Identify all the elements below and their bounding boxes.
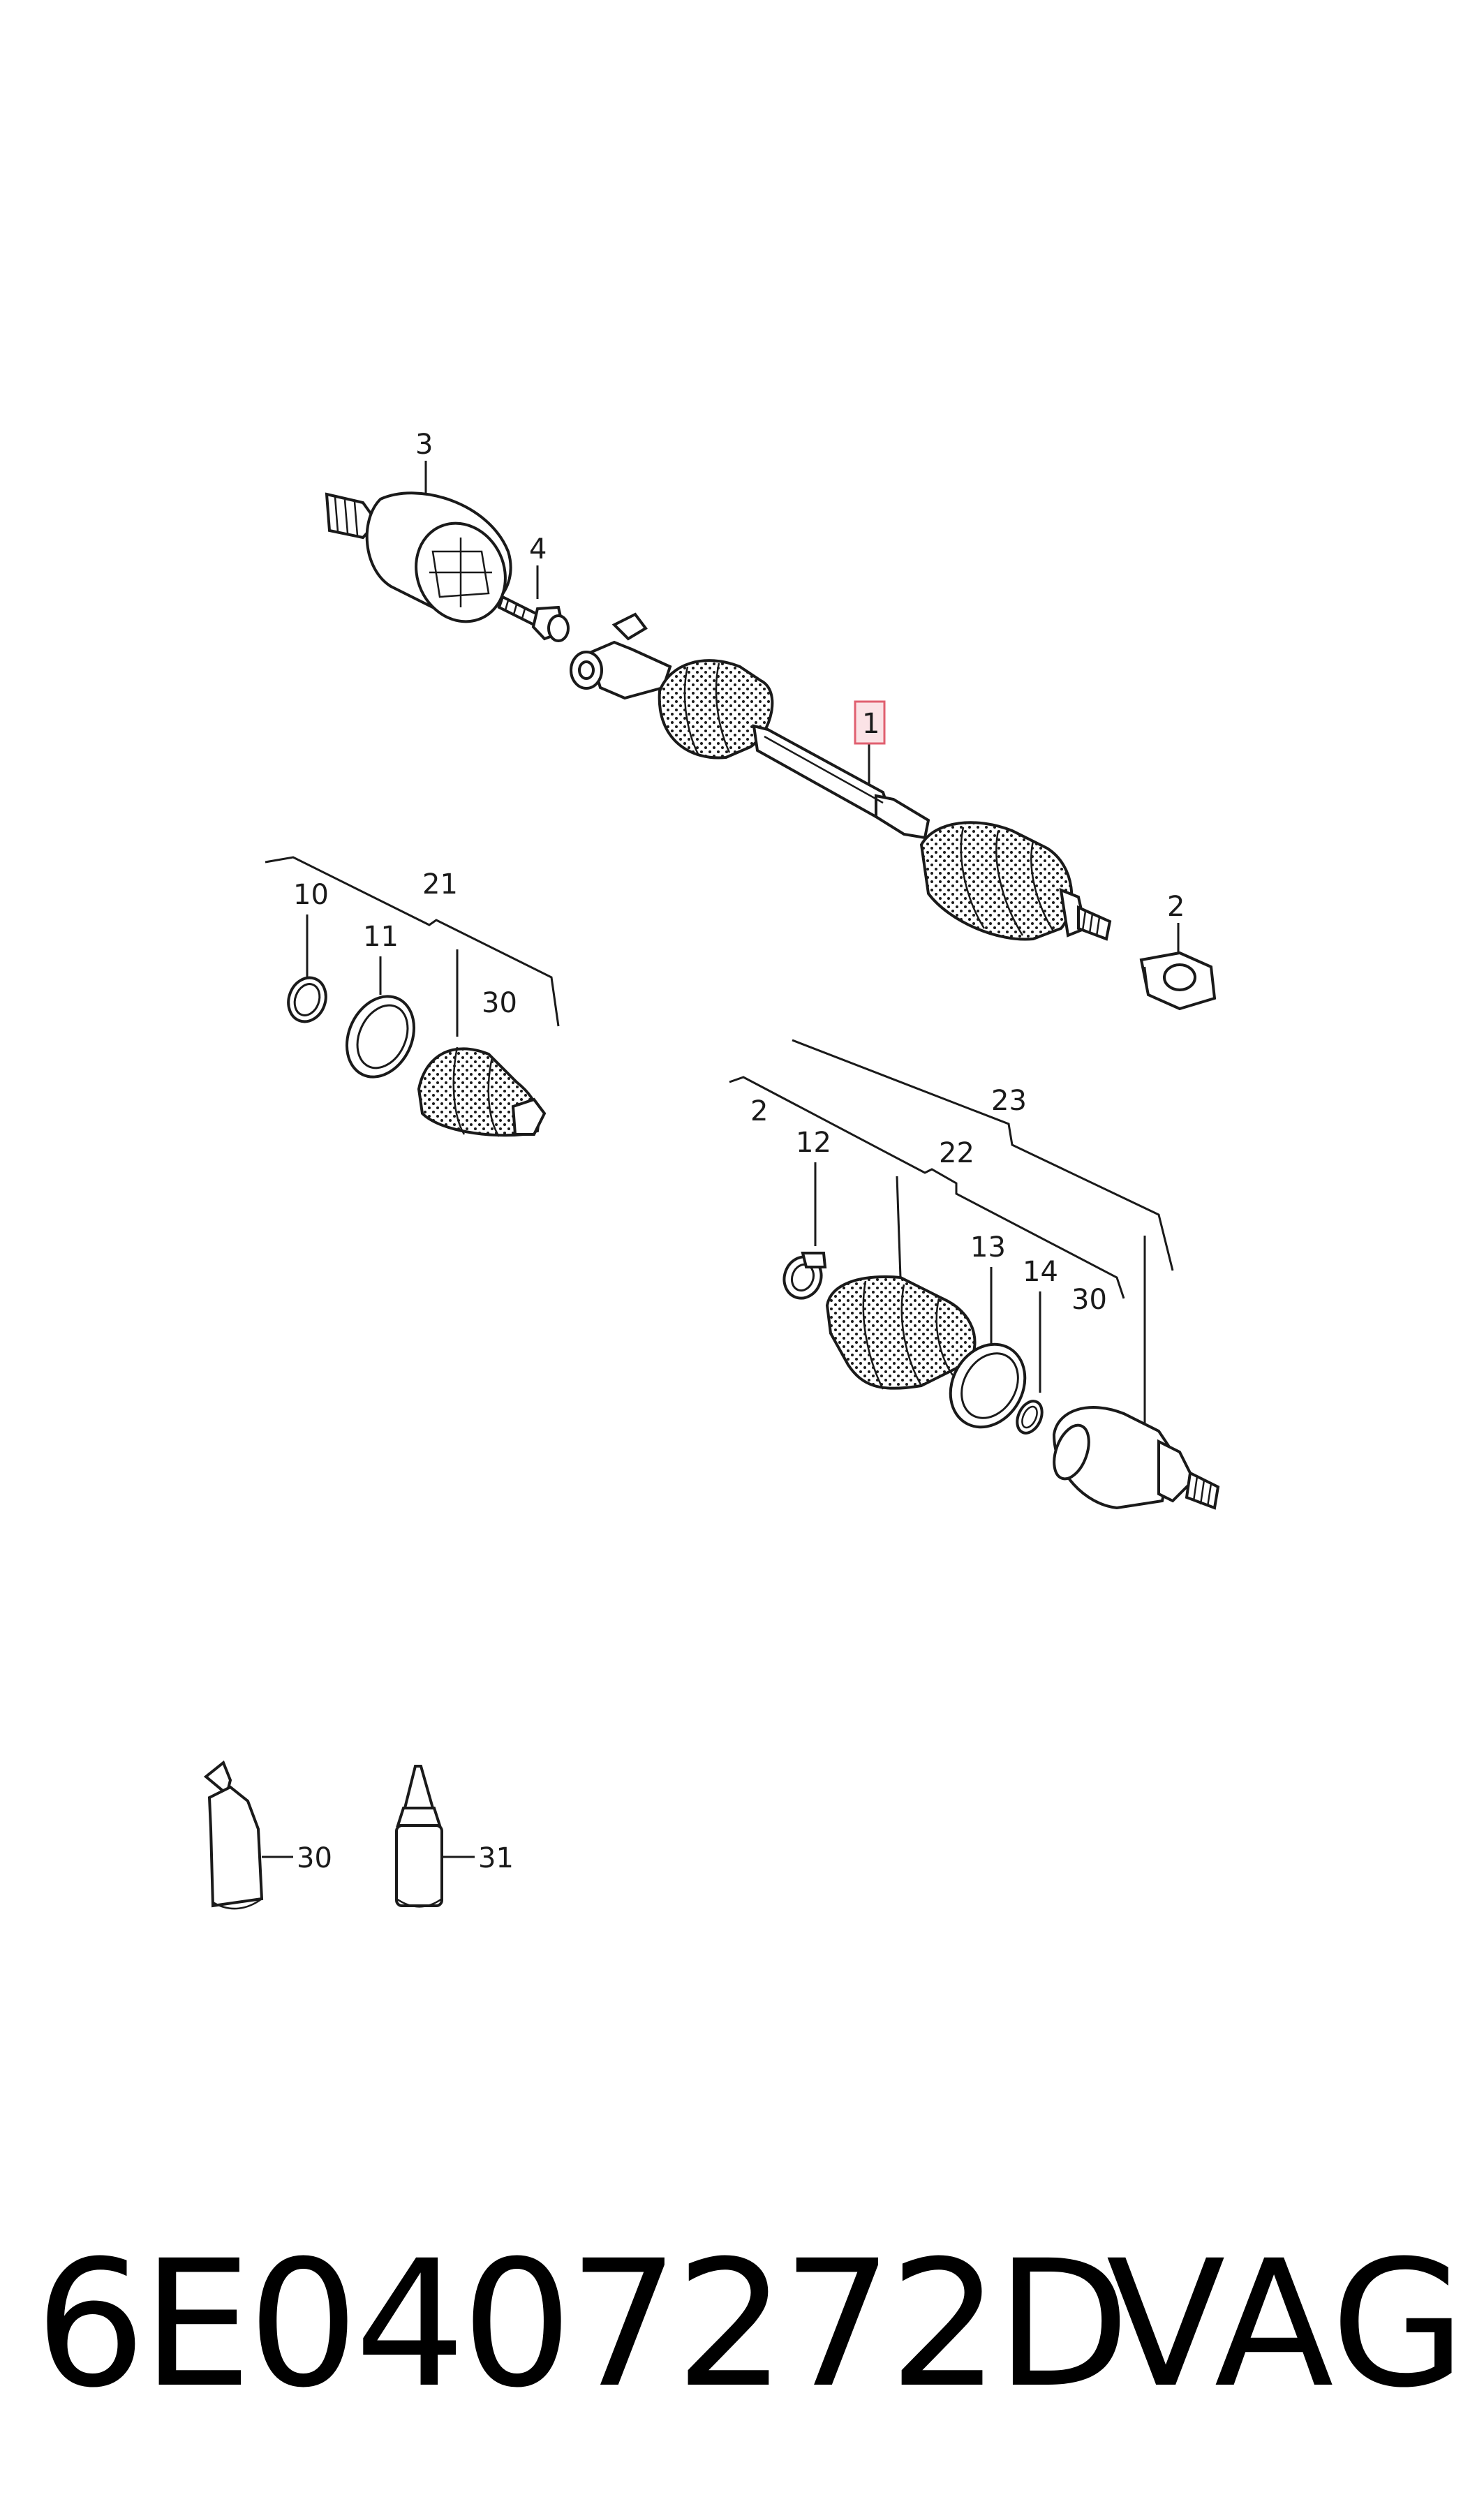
hub-nut bbox=[1139, 951, 1217, 1011]
outer-cv-joint bbox=[1052, 1406, 1220, 1510]
sealant-bottle bbox=[395, 1765, 443, 1908]
callout-4: 4 bbox=[529, 533, 547, 565]
clamp-ring-outer bbox=[949, 1342, 1027, 1429]
bracket-group-23 bbox=[792, 1039, 1174, 1271]
drive-shaft-assembly bbox=[570, 612, 1112, 941]
grease-tube bbox=[203, 1760, 264, 1910]
callout-30-grease: 30 bbox=[297, 1842, 332, 1874]
callout-12: 12 bbox=[796, 1127, 831, 1159]
callout-22: 22 bbox=[939, 1137, 974, 1169]
highlight-box-part-1 bbox=[854, 700, 886, 745]
callout-1: 1 bbox=[862, 708, 880, 740]
circlip bbox=[287, 976, 327, 1023]
part-number: 6E0407272D bbox=[35, 2223, 1130, 2426]
footer-caption: 6E0407272D VAG bbox=[28, 2220, 1466, 2429]
bracket-group-21 bbox=[265, 856, 560, 1027]
callout-31: 31 bbox=[478, 1842, 514, 1874]
callout-21: 21 bbox=[422, 868, 458, 901]
callout-11: 11 bbox=[363, 921, 399, 953]
bolt bbox=[497, 595, 570, 642]
callout-23: 23 bbox=[991, 1085, 1027, 1117]
callout-13: 13 bbox=[970, 1231, 1006, 1264]
bracket-group-2-22 bbox=[729, 1076, 1125, 1299]
callout-10: 10 bbox=[293, 879, 329, 911]
callout-3: 3 bbox=[415, 429, 433, 461]
callout-14: 14 bbox=[1023, 1256, 1058, 1288]
inner-cv-joint-housing bbox=[325, 491, 512, 623]
circlip-outer bbox=[1016, 1400, 1044, 1435]
callout-2-group: 2 bbox=[750, 1095, 768, 1127]
brand-name: VAG bbox=[1106, 2223, 1466, 2426]
callout-2-top: 2 bbox=[1167, 891, 1185, 923]
callout-30-right: 30 bbox=[1071, 1284, 1107, 1316]
callout-30-left: 30 bbox=[482, 987, 517, 1019]
inner-boot bbox=[417, 1046, 547, 1137]
small-hose-clamp bbox=[782, 1252, 827, 1300]
outer-boot bbox=[825, 1275, 977, 1390]
clamp-ring-inner bbox=[345, 995, 416, 1079]
